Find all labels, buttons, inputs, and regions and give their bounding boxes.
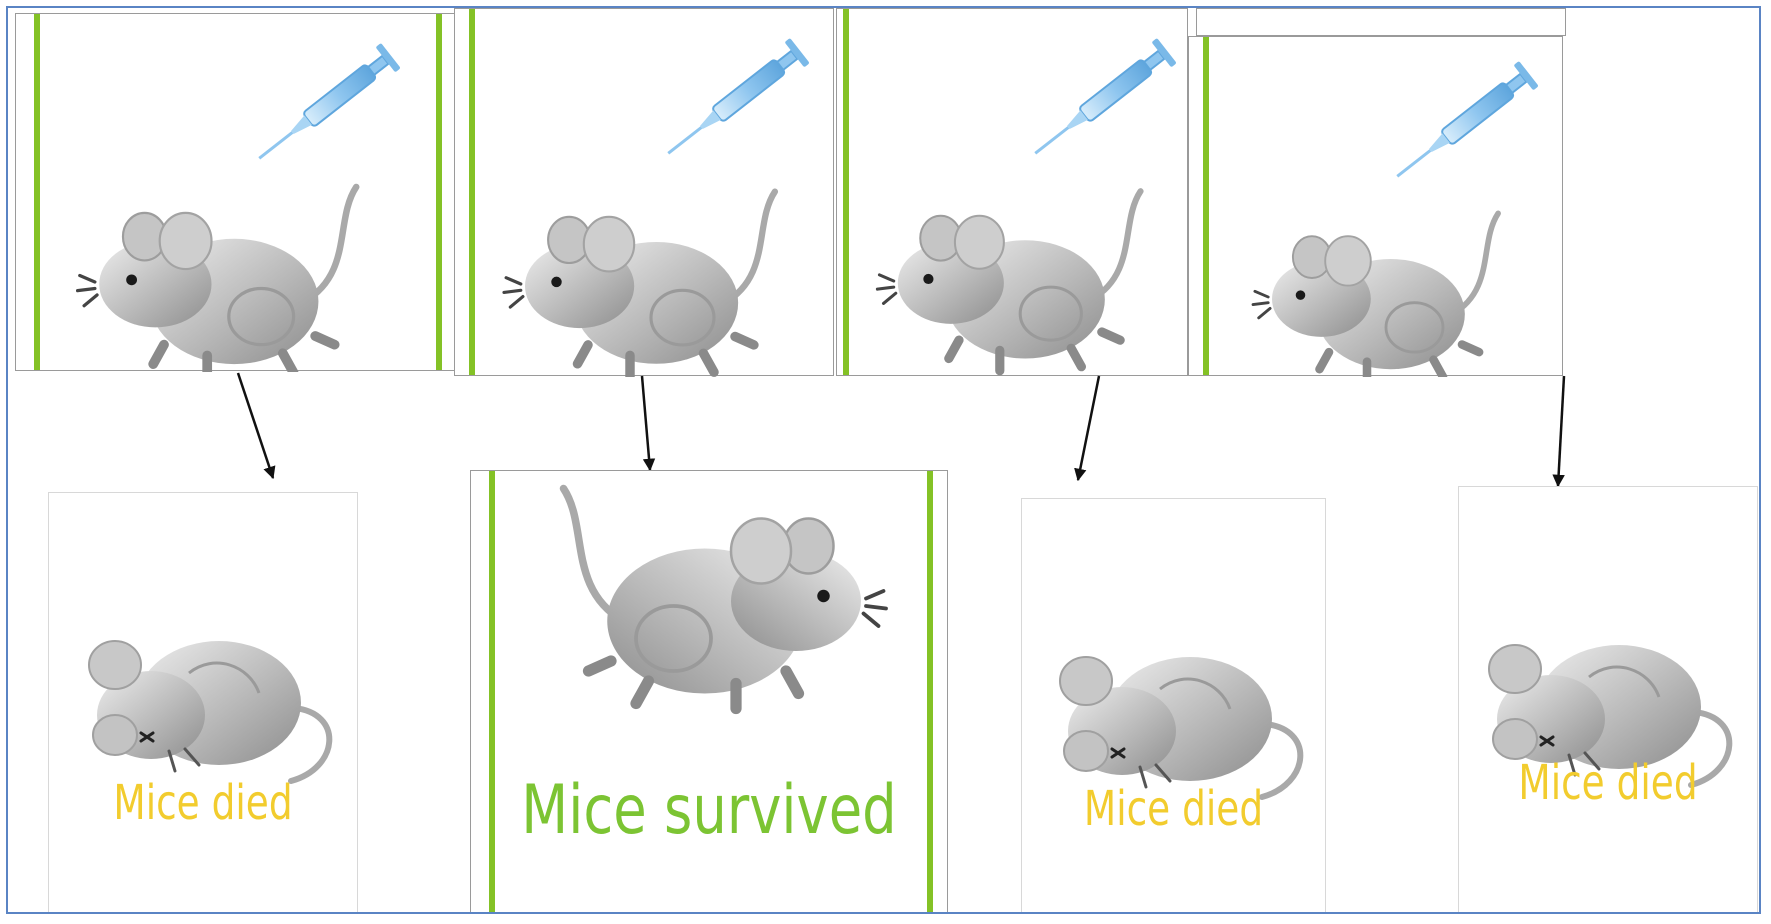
panel-art [16,14,456,372]
injection-panel-2 [454,8,834,376]
result-label: Mice died [83,775,323,831]
dead-mouse-icon [89,641,329,781]
mouse-icon [504,192,775,377]
result-panel-2: Mice survived [470,470,948,914]
dead-mouse-icon [1060,657,1300,797]
syringe-icon [658,38,809,166]
syringe-icon [249,43,400,171]
result-label: Mice died [1055,781,1291,837]
injection-panel-1 [15,13,455,371]
mouse-icon [1253,213,1498,377]
panel-art [49,493,359,823]
injection-panel-3 [836,8,1188,376]
panel-art [837,9,1189,377]
mouse-icon [877,191,1140,371]
panel-art [1189,37,1564,377]
result-panel-3: Mice died [1021,498,1326,914]
syringe-icon [1025,38,1176,166]
arrow-icon [238,373,273,478]
mouse-icon [564,489,887,709]
panel-art [471,471,949,771]
arrow-icon [1078,376,1099,480]
mouse-icon [78,187,357,372]
result-label: Mice survived [519,771,900,850]
arrow-icon [642,376,650,470]
injection-panel-4 [1196,8,1566,36]
panel-art [1459,487,1759,797]
result-panel-4: Mice died [1458,486,1758,914]
injection-panel-4-main [1188,36,1563,376]
panel-art [1022,499,1327,819]
arrow-icon [1558,376,1564,486]
figure-frame: Mice died Mice survived Mice died Mice d… [6,6,1761,914]
panel-art [455,9,835,377]
result-panel-1: Mice died [48,492,358,914]
syringe-icon [1387,61,1538,189]
result-label: Mice died [1492,755,1724,811]
